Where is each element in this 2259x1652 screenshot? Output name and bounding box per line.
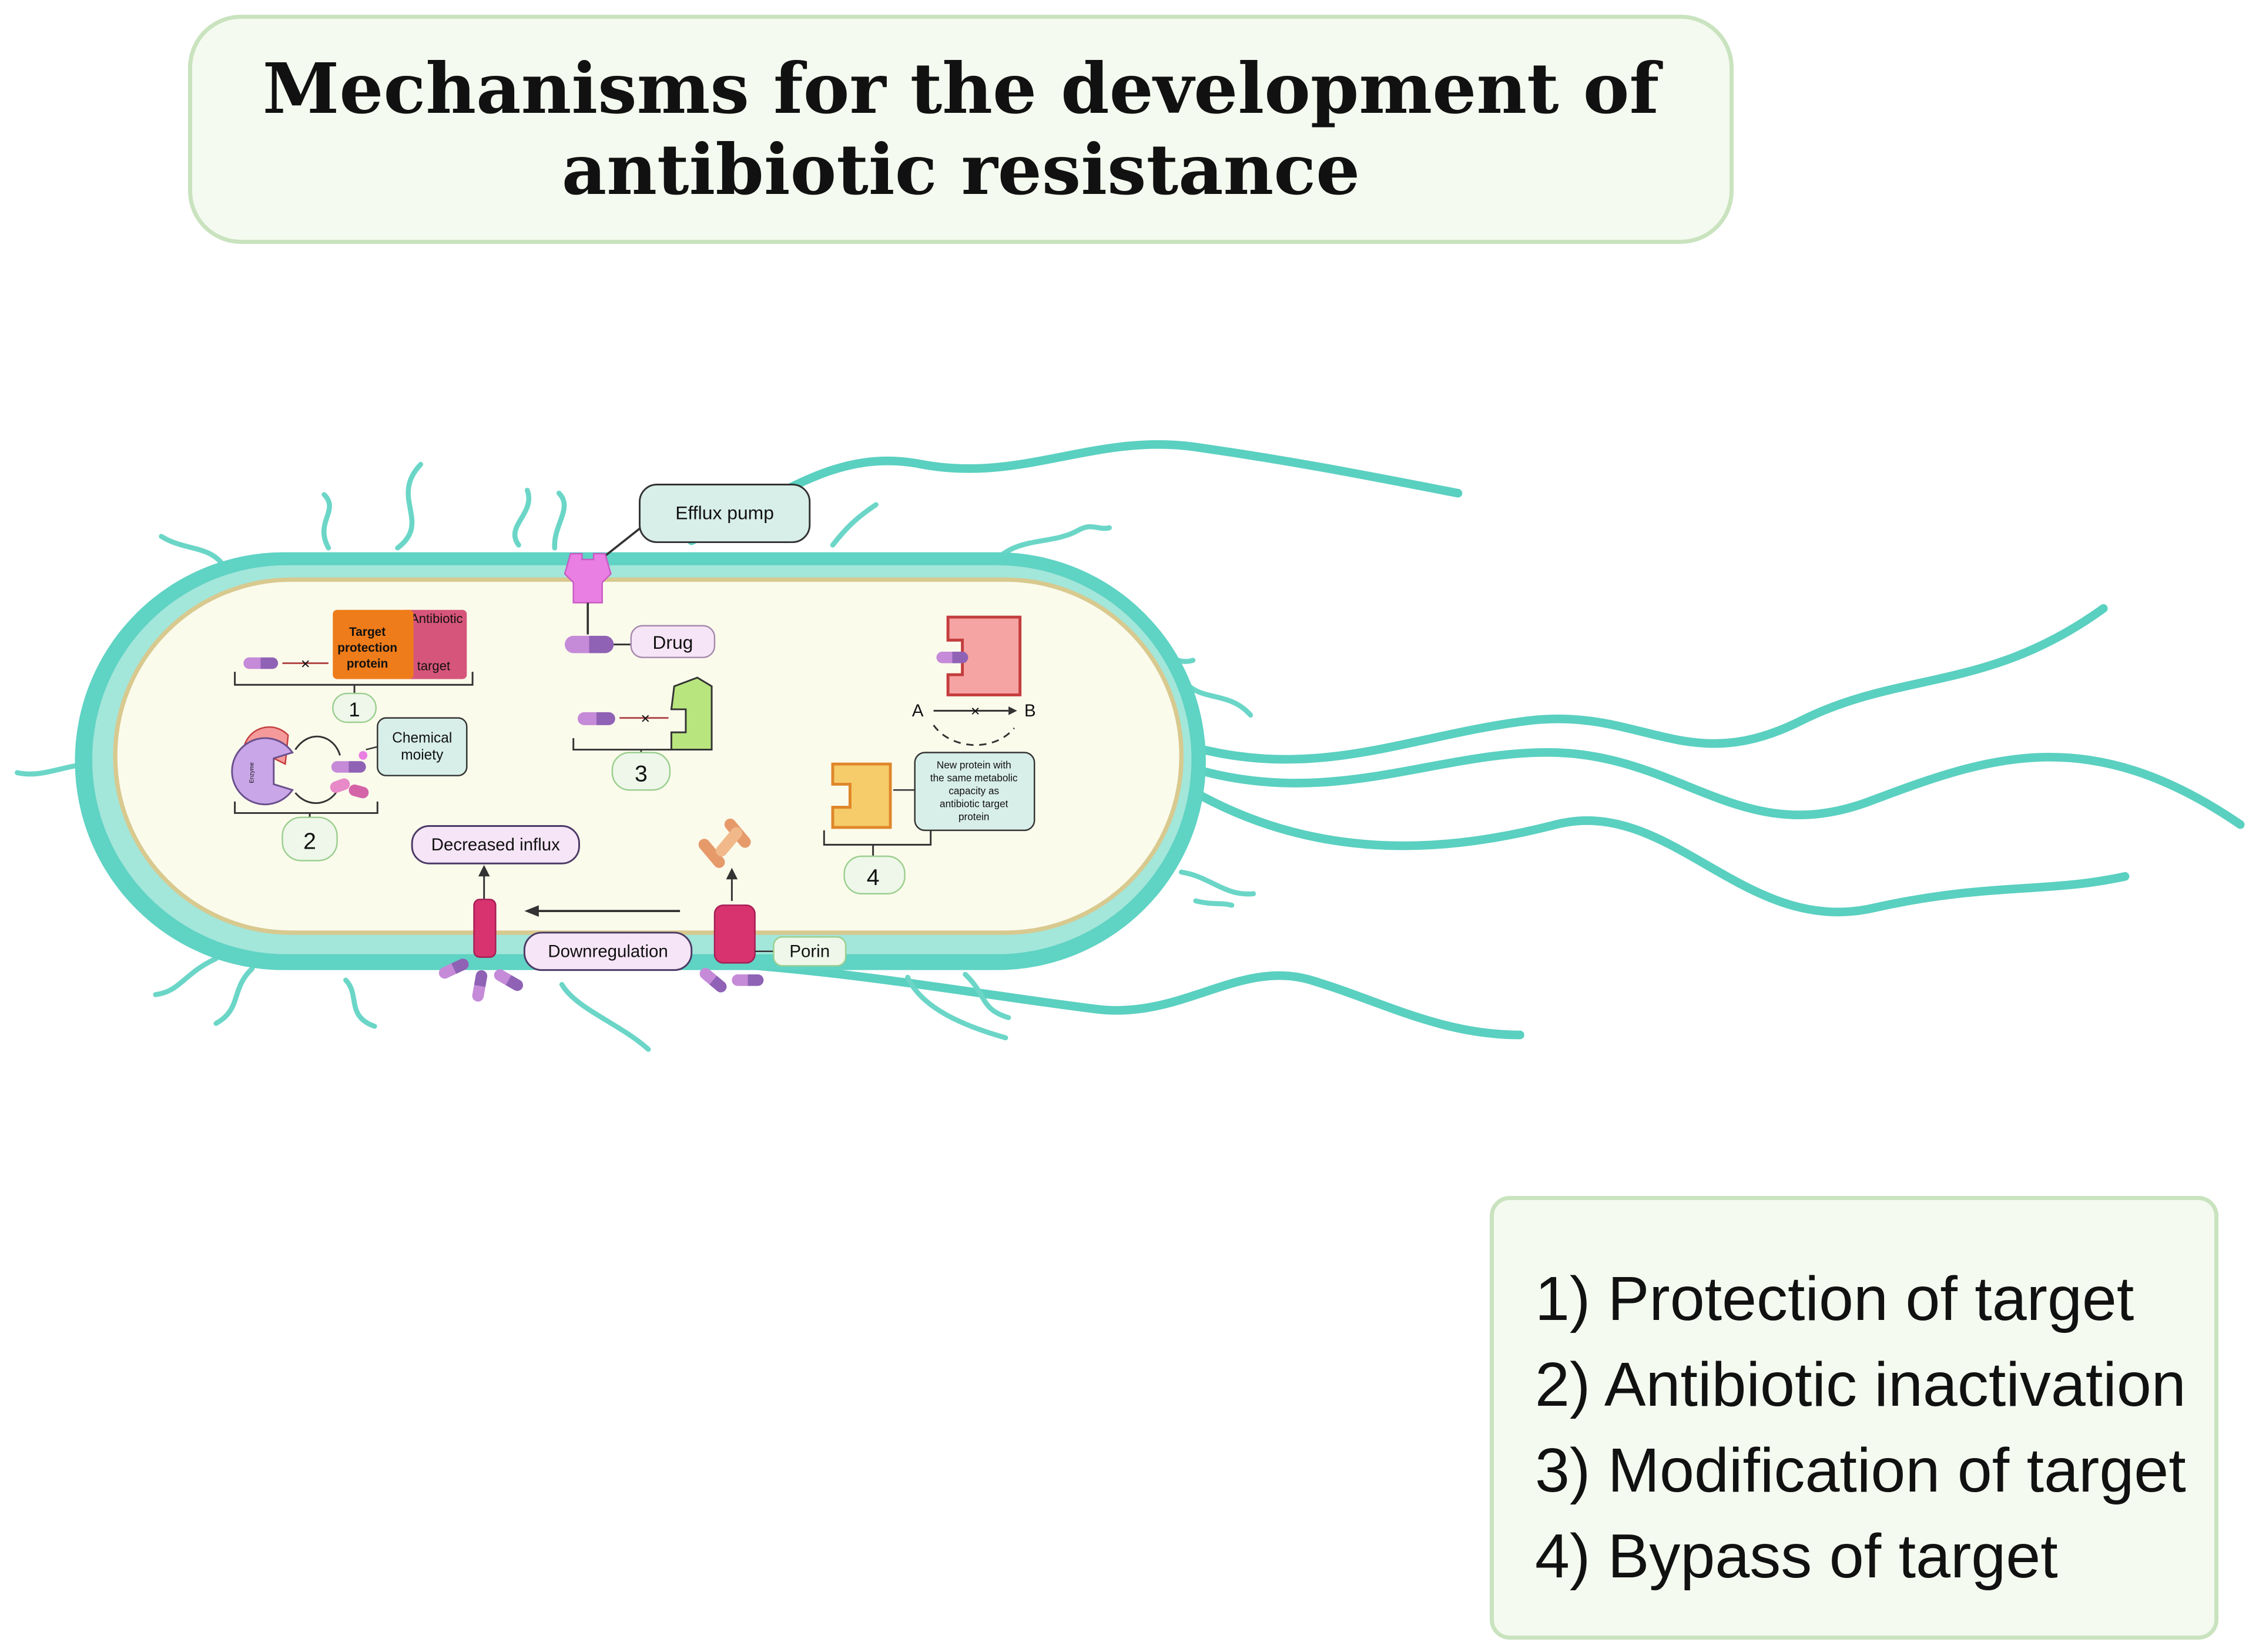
target-protection-protein [333, 609, 414, 679]
number-4: 4 [867, 864, 880, 890]
target-label: target [417, 659, 450, 673]
downregulation-label: Downregulation [548, 942, 668, 961]
legend-box: 1) Protection of target 2) Antibiotic in… [1490, 1196, 2218, 1640]
mechanism-2: Enzyme Chemical moiety 2 [231, 717, 468, 862]
inactivating-enzyme [231, 737, 294, 806]
node-b: B [1024, 701, 1036, 721]
mechanism-3: × 3 [572, 676, 713, 791]
svg-text:×: × [301, 655, 310, 672]
flagellum-1 [1198, 604, 2108, 764]
porin-normal [713, 904, 756, 964]
porin-down [473, 899, 497, 958]
legend-item-2: 2) Antibiotic inactivation [1535, 1350, 2186, 1419]
tpp-line-3: protein [347, 657, 388, 671]
flagellum-3 [1191, 788, 2130, 917]
new-protein-line-3: capacity as [948, 785, 999, 797]
flagella [687, 440, 2245, 1040]
enzyme-label-1: Enzyme [249, 762, 255, 783]
number-3: 3 [635, 761, 648, 787]
legend-item-4: 4) Bypass of target [1535, 1522, 2058, 1591]
chemical-moiety-line-1: Chemical [392, 730, 452, 746]
red-target-protein [946, 615, 1022, 696]
legend-item-3: 3) Modification of target [1535, 1436, 2186, 1505]
flagellum-2 [1198, 748, 2245, 829]
efflux-pump-label: Efflux pump [639, 484, 811, 544]
tpp-line-2: protection [337, 641, 397, 655]
mechanism-1: × Antibiotic target Target protection pr… [234, 609, 474, 723]
number-1: 1 [349, 699, 360, 721]
flagellum-bottom [716, 959, 1524, 1040]
node-a: A [912, 701, 924, 721]
chemical-moiety-line-2: moiety [401, 748, 444, 763]
porin-system: Decreased influx Downregulation Porin [411, 818, 847, 1002]
new-protein-line-2: the same metabolic [930, 772, 1018, 784]
decreased-influx-label: Decreased influx [431, 835, 560, 855]
new-protein-line-4: antibiotic target [940, 798, 1008, 810]
tpp-line-1: Target [349, 625, 386, 639]
svg-text:×: × [641, 709, 650, 727]
porin-label: Porin [789, 942, 830, 961]
drug-pill: Drug [565, 625, 716, 658]
mechanism-4: A B × New protein with the same metaboli… [823, 615, 1036, 894]
efflux-pump-text: Efflux pump [675, 502, 774, 523]
efflux-pump [564, 525, 643, 635]
svg-text:×: × [971, 702, 980, 720]
antibiotic-label: Antibiotic [410, 611, 462, 626]
new-protein-line-1: New protein with [937, 759, 1011, 770]
drug-label: Drug [652, 632, 693, 653]
number-2: 2 [303, 829, 316, 855]
title-line-2: antibiotic resistance [561, 129, 1360, 210]
new-protein-line-5: protein [958, 811, 989, 823]
modified-target [670, 676, 713, 751]
title-box: Mechanisms for the development of antibi… [188, 15, 1734, 244]
title-line-1: Mechanisms for the development of [262, 48, 1660, 129]
bypass-protein [831, 762, 892, 829]
legend-item-1: 1) Protection of target [1535, 1264, 2134, 1333]
flagellum-top [687, 440, 1463, 545]
antibiotic-target-block [400, 609, 467, 679]
